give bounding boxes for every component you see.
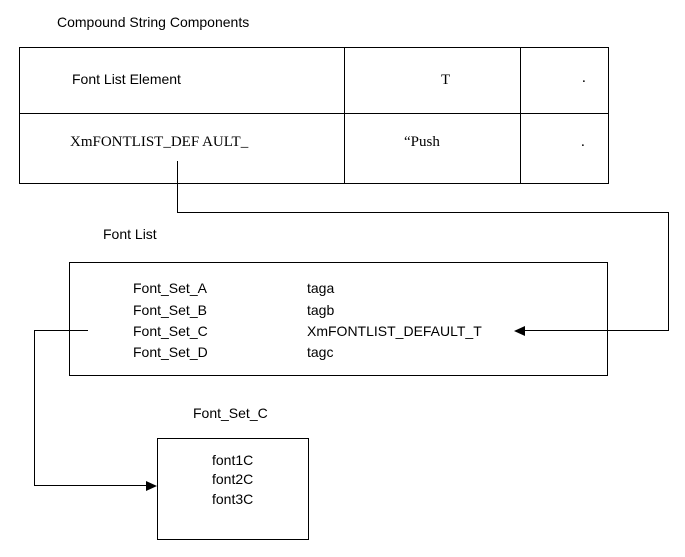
- cell-xmfontlist-default: XmFONTLIST_DEF AULT_: [70, 134, 249, 150]
- font-name: font2C: [212, 471, 254, 487]
- connector-table-segment-down-2: [668, 212, 669, 331]
- left-arrowhead-icon: [514, 326, 525, 336]
- font-tag: XmFONTLIST_DEFAULT_T: [307, 323, 482, 339]
- table-column-separator-2: [520, 47, 521, 184]
- cell-dot-1: .: [582, 70, 586, 86]
- table-row-separator: [19, 113, 609, 114]
- table-column-separator-1: [344, 47, 345, 184]
- connector-fontset-segment-left: [34, 330, 88, 331]
- font-set-c-label: Font_Set_C: [193, 405, 268, 421]
- connector-table-segment-right: [177, 212, 669, 213]
- font-tag: tagb: [307, 302, 335, 318]
- font-set-name: Font_Set_A: [133, 280, 207, 296]
- font-name: font3C: [212, 491, 254, 507]
- cell-dot-2: .: [581, 134, 585, 150]
- compound-string-table: [19, 47, 609, 184]
- connector-fontset-segment-right: [34, 485, 147, 486]
- font-list-label: Font List: [103, 226, 157, 242]
- font-set-c-box: [157, 438, 309, 540]
- right-arrowhead-icon: [146, 481, 157, 491]
- connector-fontset-segment-down: [34, 330, 35, 486]
- font-set-name: Font_Set_B: [133, 302, 207, 318]
- font-tag: taga: [307, 280, 335, 296]
- diagram-title: Compound String Components: [57, 14, 250, 30]
- font-set-name: Font_Set_C: [133, 323, 208, 339]
- font-set-name: Font_Set_D: [133, 344, 208, 360]
- cell-font-list-element: Font List Element: [72, 71, 181, 87]
- connector-table-segment-down: [177, 161, 178, 213]
- font-tag: tagc: [307, 344, 334, 360]
- font-list-box: [69, 262, 608, 376]
- cell-tag-t: T: [441, 72, 451, 88]
- font-name: font1C: [212, 452, 254, 468]
- connector-table-segment-left: [524, 330, 669, 331]
- cell-push: “Push: [404, 134, 440, 150]
